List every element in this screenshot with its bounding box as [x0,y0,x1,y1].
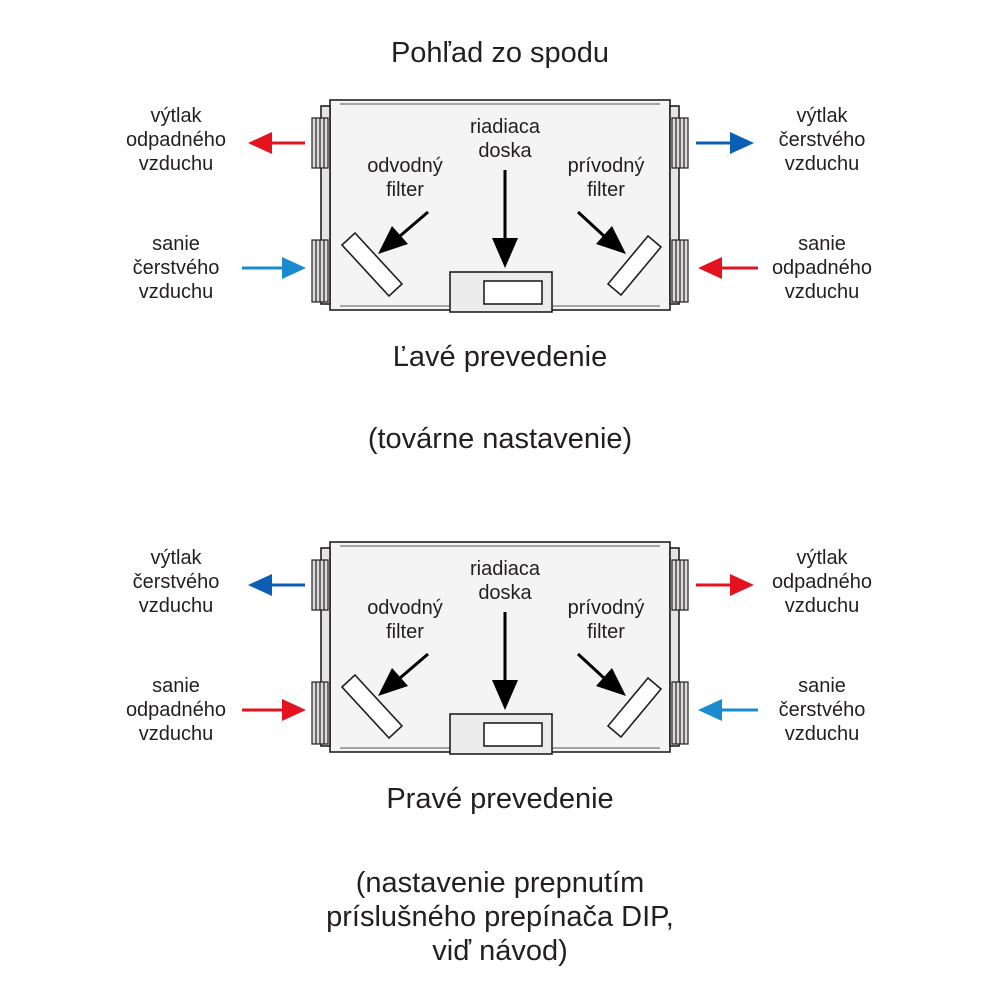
left-filter-arrowhead [378,226,408,254]
right-filter-label: prívodný filter [567,597,645,643]
control-board-label: riadiaca doska [469,116,541,162]
top-left-port-label: výtlak odpadného vzduchu [125,105,227,175]
callout-arrows [378,170,626,268]
duct-ports [311,559,689,745]
right-filter-slot [606,676,663,739]
bottom-right-port-label: sanie odpadného vzduchu [771,233,873,303]
control-board-box [449,271,553,313]
filter-slots [340,231,663,298]
right-version-note: (nastavenie prepnutím príslušného prepín… [326,867,674,968]
page-title: Pohľad zo spodu [390,37,610,69]
airflow-arrows [242,132,758,279]
left-filter-arrow [399,652,429,680]
left-filter-slot [340,231,404,298]
exhaust-air-in-arrow [698,257,722,279]
left-version-note: (továrne nastavenie) [367,423,633,455]
fresh-air-out-arrow [730,132,754,154]
bottom-left-port-label: sanie odpadného vzduchu [125,675,227,745]
right-filter-arrowhead [596,668,626,696]
left-version-caption: Ľavé prevedenie [392,341,608,373]
right-filter-arrow [576,652,606,680]
top-left-port-label: výtlak čerstvého vzduchu [132,547,220,617]
airflow-arrows [242,574,758,721]
filter-slots [340,673,663,740]
fresh-air-out-arrow [248,574,272,596]
right-filter-arrowhead [596,226,626,254]
bottom-left-port-label: sanie čerstvého vzduchu [132,233,220,303]
right-version-caption: Pravé prevedenie [386,783,614,815]
control-board-arrowhead [492,238,518,268]
control-board-arrowhead [492,680,518,710]
exhaust-air-out-arrow [248,132,272,154]
fresh-air-in-arrow [282,257,306,279]
control-board-box [449,713,553,755]
left-filter-arrow [399,210,429,238]
exhaust-air-out-arrow [730,574,754,596]
top-right-port-label: výtlak čerstvého vzduchu [778,105,866,175]
right-filter-arrow [576,210,606,238]
duct-ports [311,117,689,303]
left-filter-slot [340,673,404,740]
exhaust-air-in-arrow [282,699,306,721]
left-filter-arrowhead [378,668,408,696]
bottom-right-port-label: sanie čerstvého vzduchu [778,675,866,745]
control-board-label: riadiaca doska [469,558,541,604]
callout-arrows [378,612,626,710]
fresh-air-in-arrow [698,699,722,721]
right-filter-label: prívodný filter [567,155,645,201]
right-filter-slot [606,234,663,297]
left-filter-label: odvodný filter [367,155,443,201]
left-filter-label: odvodný filter [367,597,443,643]
top-right-port-label: výtlak odpadného vzduchu [771,547,873,617]
